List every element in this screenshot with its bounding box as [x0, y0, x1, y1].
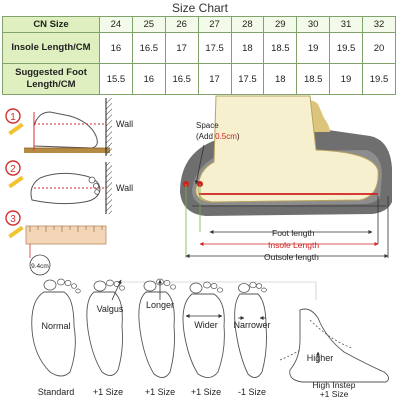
size-cell: 27 — [197, 16, 232, 33]
space-label: Space — [196, 121, 219, 130]
foot-length-label: Foot length — [272, 228, 315, 238]
size-advice-label: +1 Size — [191, 387, 221, 397]
size-cell: 32 — [362, 16, 396, 33]
insole-length-label: Insole Length — [268, 240, 319, 250]
foot-outline-icon — [31, 291, 76, 377]
size-cell: 24 — [99, 16, 133, 33]
floor-board — [24, 148, 110, 153]
step-2-mark-toe: 2 Wall — [5, 160, 133, 214]
size-advice-label: High Instep — [313, 380, 356, 390]
size-advice-label: +1 Size — [145, 387, 175, 397]
table-row: CN Size 24 25 26 27 28 29 30 31 32 — [2, 16, 396, 33]
foot-side-icon — [33, 111, 98, 149]
pencil-icon — [8, 175, 24, 189]
foot-outline-icon — [138, 291, 175, 378]
size-advice-label: +1 Size — [93, 387, 123, 397]
value-cell: 19.5 — [329, 32, 363, 64]
header-label: CN Size — [2, 16, 100, 33]
step-3-measure-ruler: 3 9.4cm — [5, 210, 107, 276]
step-1-number: 1 — [10, 112, 16, 123]
foot-wider: Wider +1 Size — [182, 281, 225, 397]
pencil-icon — [8, 225, 24, 239]
foot-type-label: Narrower — [233, 320, 270, 330]
outsole-length-label: Outsole length — [264, 252, 319, 262]
size-cell: 26 — [164, 16, 199, 33]
size-advice-label: -1 Size — [238, 387, 266, 397]
foot-outline-icon — [182, 293, 225, 378]
size-cell: 31 — [329, 16, 363, 33]
foot-type-label: Higher — [307, 353, 334, 363]
sock-foot — [197, 95, 379, 203]
wall-label-1: Wall — [116, 119, 133, 129]
foot-type-label: Valgus — [97, 304, 124, 314]
table-row: Suggested Foot Length/CM 15.5 16 16.5 17… — [2, 63, 396, 95]
space-add-note: (Add 0.5cm) — [196, 132, 240, 141]
length-measurements: Foot length Insole Length Outsole length — [185, 184, 389, 262]
value-cell: 15.5 — [99, 63, 133, 95]
foot-high-instep: Higher High Instep +1 Size — [279, 308, 389, 399]
magnifier-icon — [29, 254, 51, 276]
row-label: Insole Length/CM — [2, 32, 100, 64]
size-cell: 29 — [263, 16, 298, 33]
wall-hatch — [106, 162, 112, 214]
value-cell: 17 — [164, 32, 199, 64]
value-cell: 17.5 — [197, 32, 232, 64]
size-advice-label: Standard — [38, 387, 75, 397]
foot-narrower: Narrower -1 Size — [233, 281, 271, 397]
foot-top-icon — [30, 172, 101, 205]
value-cell: 18 — [263, 63, 298, 95]
foot-type-label: Longer — [146, 300, 174, 310]
space-annotation: Space (Add 0.5cm) — [183, 121, 240, 187]
pencil-icon — [8, 122, 24, 136]
foot-outline-icon — [234, 293, 267, 378]
wall-label-2: Wall — [116, 183, 133, 193]
step-2-number: 2 — [10, 164, 16, 175]
value-cell: 17 — [197, 63, 232, 95]
foot-valgus: Valgus +1 Size — [86, 279, 125, 397]
row-label: Suggested Foot Length/CM — [2, 63, 100, 95]
foot-longer: Longer +1 Size — [138, 278, 176, 397]
ruler-value: 9.4cm — [31, 263, 49, 270]
shoe-cross-section — [180, 95, 392, 216]
page-title: Size Chart — [171, 1, 229, 15]
value-cell: 16 — [131, 63, 166, 95]
value-cell: 17.5 — [230, 63, 265, 95]
size-advice-label: +1 Size — [320, 389, 349, 399]
wall-hatch — [106, 98, 112, 156]
foot-type-label: Wider — [194, 320, 218, 330]
value-cell: 18 — [230, 32, 265, 64]
foot-normal: Normal Standard — [31, 278, 81, 397]
step-3-number: 3 — [10, 214, 16, 225]
step-1-heel-against-wall: 1 Wall — [5, 98, 133, 156]
foot-type-label: Normal — [41, 321, 70, 331]
foot-outline-icon — [86, 291, 123, 376]
value-cell: 19.5 — [362, 63, 396, 95]
size-table: CN Size 24 25 26 27 28 29 30 31 32 Insol… — [2, 16, 396, 95]
foot-side-icon — [289, 308, 389, 383]
